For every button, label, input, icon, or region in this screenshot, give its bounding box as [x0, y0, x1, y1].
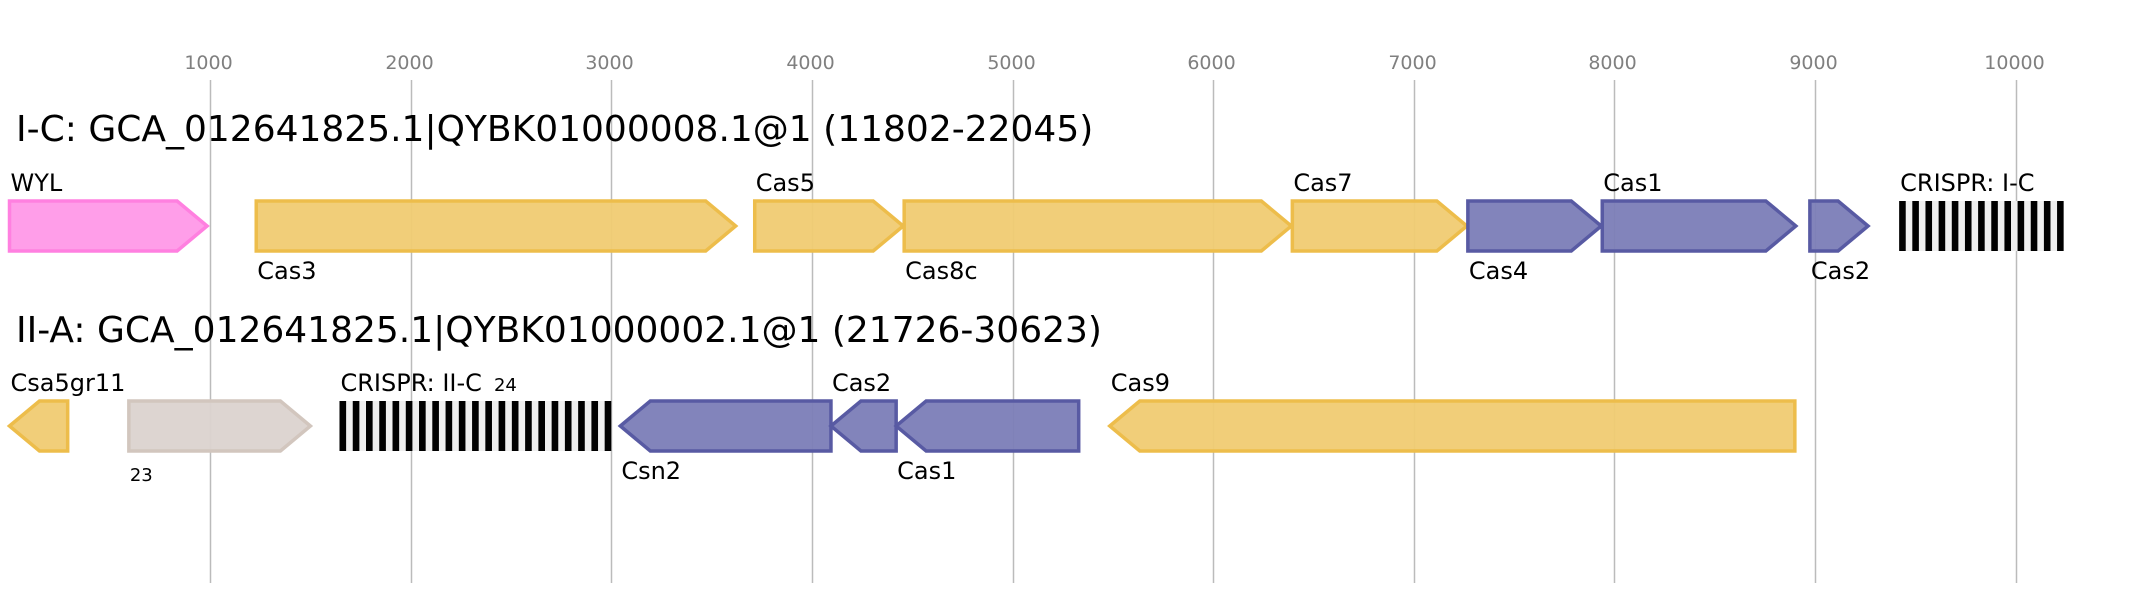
tick-label-7000: 7000 [1388, 52, 1436, 74]
gene-label: Cas9 [1111, 369, 1170, 397]
crispr-repeat [2030, 201, 2038, 251]
crispr-repeat [472, 401, 479, 451]
crispr-label: CRISPR: I-C [1900, 169, 2034, 197]
grid-lines [209, 80, 2018, 583]
gene-23: 23 [127, 399, 314, 486]
gene-arrow-csa5gr11 [6, 399, 70, 453]
loci: I-C: GCA_012641825.1|QYBK01000008.1@1 (1… [6, 109, 2064, 486]
gene-label: Cas5 [756, 169, 815, 197]
locus-1: I-C: GCA_012641825.1|QYBK01000008.1@1 (1… [7, 109, 2064, 285]
gene-arrow-cas2 [828, 399, 898, 453]
crispr-repeat [1978, 201, 1985, 251]
gene-arrow-cas9 [1107, 399, 1797, 453]
gene-label: WYL [11, 169, 63, 197]
crispr-repeat [379, 401, 386, 451]
crispr-repeat [578, 401, 585, 451]
crispr-repeat [1951, 201, 1959, 251]
crispr-repeat [525, 401, 532, 451]
crispr-array-crispr-ii-c: CRISPR: II-C 24 [339, 369, 612, 451]
crispr-repeat [405, 401, 413, 451]
axis-ticks: 1000 2000 3000 4000 5000 6000 7000 8000 9000 1000… [184, 52, 2044, 74]
crispr-count-label: 24 [494, 375, 517, 396]
crispr-repeat [1912, 201, 1919, 251]
crispr-repeat [498, 401, 506, 451]
tick-label-10000: 10000 [1984, 52, 2044, 74]
tick-label-6000: 6000 [1187, 52, 1235, 74]
crispr-repeat [366, 401, 373, 451]
locus-title: II-A: GCA_012641825.1|QYBK01000002.1@1 (… [16, 310, 1102, 351]
gene-cas1: Cas1 [893, 399, 1081, 485]
crispr-repeat [419, 401, 426, 451]
gene-label: Cas8c [905, 257, 977, 285]
crispr-repeat [352, 401, 360, 451]
tick-label-8000: 8000 [1588, 52, 1636, 74]
crispr-repeat [339, 401, 347, 451]
gene-cas2: Cas2 [828, 369, 898, 453]
tick-label-4000: 4000 [786, 52, 834, 74]
gene-arrow-wyl [7, 199, 210, 253]
gene-cas7: Cas7 [1290, 169, 1470, 253]
crispr-repeat [485, 401, 492, 451]
gene-cas9: Cas9 [1107, 369, 1797, 453]
crispr-repeat [458, 401, 466, 451]
crispr-repeat [551, 401, 559, 451]
crispr-repeat [1899, 201, 1906, 251]
gene-cas4: Cas4 [1466, 199, 1604, 285]
gene-cas2: Cas2 [1808, 199, 1871, 285]
crispr-repeat [511, 401, 519, 451]
gene-label: Cas7 [1293, 169, 1352, 197]
crispr-repeat [2004, 201, 2012, 251]
crispr-repeat [1938, 201, 1946, 251]
crispr-repeat [2043, 201, 2051, 251]
gene-csn2: Csn2 [617, 399, 833, 485]
gene-arrow-csn2 [617, 399, 833, 453]
crispr-repeat [538, 401, 546, 451]
gene-arrow-cas7 [1290, 199, 1470, 253]
gene-label: Cas3 [257, 257, 316, 285]
crispr-label: CRISPR: II-C [340, 369, 481, 397]
crispr-repeat [432, 401, 439, 451]
gene-cas8c: Cas8c [902, 199, 1295, 285]
gene-label: 23 [130, 465, 153, 486]
crispr-repeat [1991, 201, 1998, 251]
locus-2: II-A: GCA_012641825.1|QYBK01000002.1@1 (… [6, 310, 1797, 486]
crispr-array-crispr-i-c: CRISPR: I-C [1899, 169, 2064, 251]
tick-label-9000: 9000 [1789, 52, 1837, 74]
gene-arrow-cas8c [902, 199, 1295, 253]
gene-cas5: Cas5 [752, 169, 906, 253]
crispr-repeat [445, 401, 453, 451]
gene-cas3: Cas3 [254, 199, 739, 285]
gene-arrow-23 [127, 399, 314, 453]
gene-arrow-cas5 [752, 199, 906, 253]
gene-label: Cas2 [832, 369, 891, 397]
gene-label: Cas1 [1603, 169, 1662, 197]
gene-arrow-cas1 [1600, 199, 1799, 253]
crispr-repeat [2017, 201, 2025, 251]
crispr-repeat [392, 401, 400, 451]
gene-arrow-cas3 [254, 199, 739, 253]
gene-arrow-cas1 [893, 399, 1081, 453]
tick-label-2000: 2000 [385, 52, 433, 74]
crispr-repeat [564, 401, 572, 451]
crispr-repeat [1925, 201, 1933, 251]
gene-label: Csn2 [621, 457, 681, 485]
crispr-repeat [1964, 201, 1972, 251]
tick-label-1000: 1000 [184, 52, 232, 74]
locus-title: I-C: GCA_012641825.1|QYBK01000008.1@1 (1… [16, 109, 1093, 150]
crispr-repeat [2057, 201, 2064, 251]
gene-arrow-cas4 [1466, 199, 1604, 253]
tick-label-5000: 5000 [987, 52, 1035, 74]
crispr-repeat [591, 401, 599, 451]
gene-label: Cas2 [1811, 257, 1870, 285]
gene-label: Csa5gr11 [11, 369, 126, 397]
tick-label-3000: 3000 [585, 52, 633, 74]
gene-csa5gr11: Csa5gr11 [6, 369, 126, 453]
gene-label: Cas1 [897, 457, 956, 485]
gene-label: Cas4 [1469, 257, 1528, 285]
crispr-repeat [604, 401, 612, 451]
gene-wyl: WYL [7, 169, 210, 253]
gene-cas1: Cas1 [1600, 169, 1799, 253]
gene-arrow-cas2 [1808, 199, 1871, 253]
